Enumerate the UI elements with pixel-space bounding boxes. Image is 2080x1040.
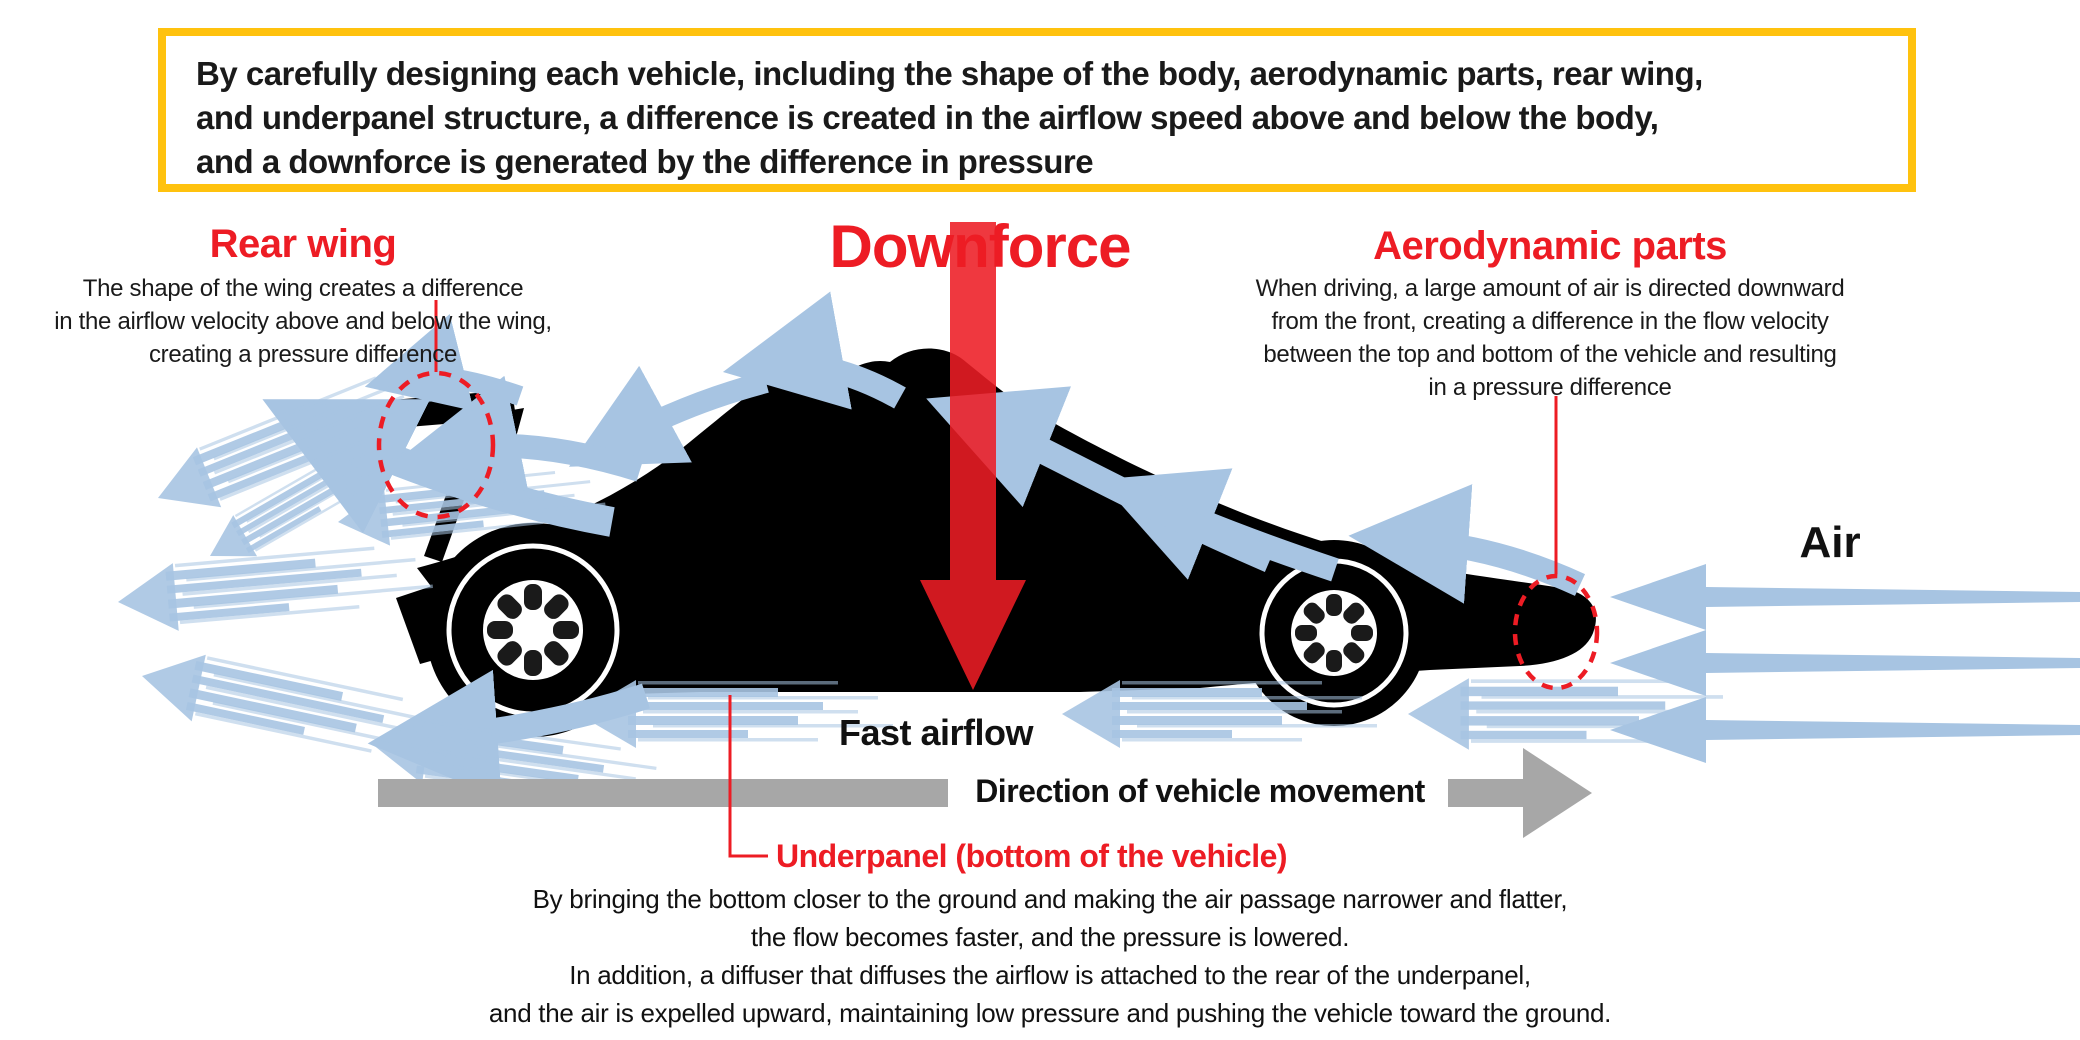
intro-text-box: By carefully designing each vehicle, inc… [158, 28, 1916, 192]
desc-line: the flow becomes faster, and the pressur… [750, 922, 1350, 952]
airflow-hump-crest-icon [722, 291, 906, 410]
aero-parts-title: Aerodynamic parts [1373, 224, 1727, 268]
airflow-exit-wing-icon [399, 375, 644, 494]
red-annotations [376, 300, 1600, 858]
underpanel-description: By bringing the bottom closer to the gro… [240, 880, 1860, 1032]
underpanel-callout-line [728, 695, 768, 858]
front-wing-highlight-circle [1512, 573, 1600, 691]
desc-line: creating a pressure difference [148, 341, 458, 368]
rear-wing-title: Rear wing [209, 222, 397, 266]
air-arrow-icon [1610, 697, 2080, 763]
rear-wing-description: The shape of the wing creates a differen… [18, 272, 588, 371]
downforce-label: Downforce [829, 213, 1131, 280]
airflow-exit-upper-icon [364, 314, 524, 412]
desc-line: in the airflow velocity above and below … [54, 308, 552, 335]
desc-line: and the air is expelled upward, maintain… [488, 998, 1612, 1028]
downforce-arrow-icon [920, 222, 1026, 690]
direction-label: Direction of vehicle movement [975, 773, 1425, 809]
desc-line: between the top and bottom of the vehicl… [1263, 341, 1837, 368]
air-arrow-icon [1610, 564, 2080, 630]
front-wing-flap [1531, 590, 1582, 616]
airflow-rear-slope-icon [568, 365, 769, 467]
wake-arrow-icon [115, 540, 435, 636]
desc-line: The shape of the wing creates a differen… [82, 275, 524, 302]
direction-arrow [378, 748, 1592, 838]
intro-line: By carefully designing each vehicle, inc… [196, 55, 1703, 92]
air-label: Air [1799, 518, 1861, 567]
fast-airflow-label: Fast airflow [838, 712, 1034, 753]
desc-line: When driving, a large amount of air is d… [1255, 275, 1845, 302]
desc-line: By bringing the bottom closer to the gro… [532, 884, 1568, 914]
rear-wing-highlight-circle [376, 370, 496, 520]
desc-line: In addition, a diffuser that diffuses th… [569, 960, 1531, 990]
intro-line: and underpanel structure, a difference i… [196, 99, 1659, 136]
aero-parts-description: When driving, a large amount of air is d… [1225, 272, 1875, 404]
incoming-air-arrows [1610, 564, 2080, 763]
desc-line: in a pressure difference [1428, 374, 1672, 401]
intro-line: and a downforce is generated by the diff… [196, 143, 1094, 180]
air-arrow-icon [1610, 630, 2080, 696]
underpanel-title: Underpanel (bottom of the vehicle) [776, 838, 1288, 874]
desc-line: from the front, creating a difference in… [1271, 308, 1829, 335]
airflow-over-nose-icon [1348, 484, 1586, 604]
